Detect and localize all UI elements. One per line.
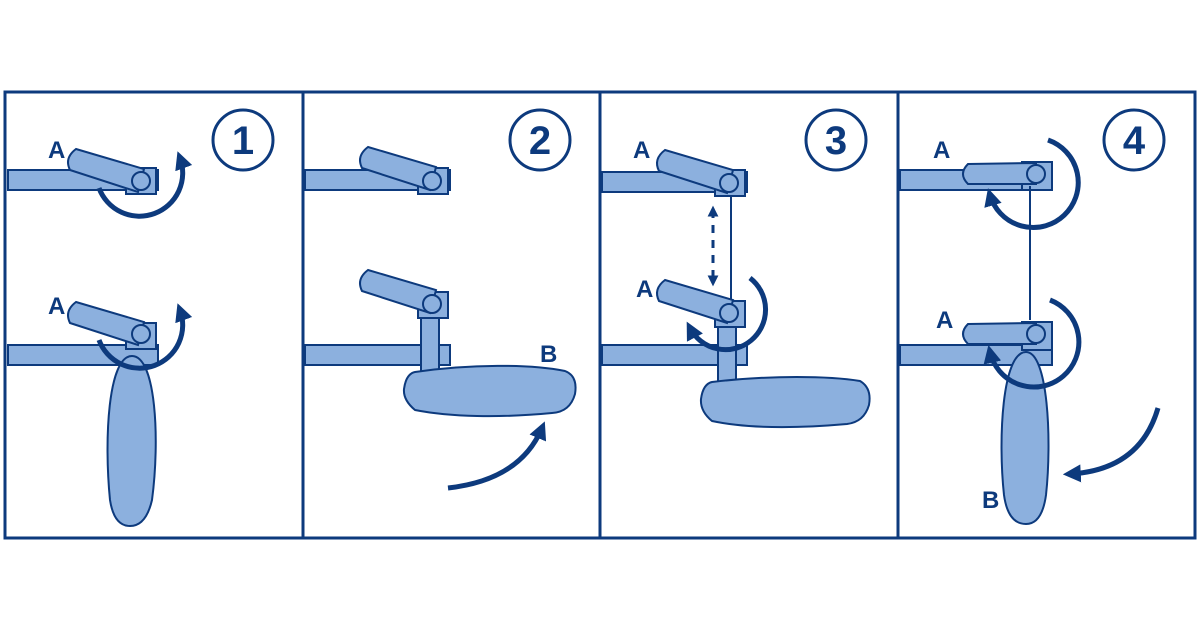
cushion-b bbox=[402, 364, 577, 418]
pivot-circle bbox=[1026, 324, 1046, 344]
label-a: A bbox=[936, 307, 953, 334]
lever-a bbox=[67, 147, 146, 194]
lever bbox=[359, 268, 438, 315]
pivot-circle bbox=[1026, 164, 1046, 184]
step-number-badge bbox=[804, 108, 868, 172]
lever-a bbox=[962, 161, 1037, 185]
label-a: A bbox=[633, 137, 650, 164]
cushion bbox=[699, 376, 871, 429]
step-number-badge bbox=[211, 108, 275, 172]
pivot-circle bbox=[422, 294, 442, 314]
rotate-arrow-icon bbox=[96, 151, 193, 219]
label-a: A bbox=[48, 137, 65, 164]
label-b: B bbox=[982, 487, 999, 514]
curved-arrow-icon bbox=[1062, 407, 1161, 483]
lever-a bbox=[656, 148, 735, 195]
lever-a bbox=[656, 278, 735, 325]
rail bbox=[601, 344, 748, 366]
pivot-circle bbox=[422, 171, 442, 191]
rail bbox=[7, 344, 159, 366]
cushion bbox=[106, 354, 157, 528]
pivot-circle bbox=[131, 324, 151, 344]
pivot-circle bbox=[719, 303, 739, 323]
label-b: B bbox=[540, 341, 557, 368]
step-panel-4: 4 A A B bbox=[899, 108, 1166, 526]
label-a: A bbox=[636, 276, 653, 303]
rotate-arrow-icon bbox=[983, 297, 1082, 390]
pivot-circle bbox=[131, 171, 151, 191]
lever-a bbox=[962, 321, 1037, 345]
cushion-b bbox=[1000, 350, 1050, 526]
step-number-badge bbox=[1102, 108, 1166, 172]
rotate-arrow-icon bbox=[984, 137, 1081, 230]
label-a: A bbox=[48, 293, 65, 320]
step-number: 1 bbox=[232, 119, 254, 163]
step-number: 4 bbox=[1123, 119, 1146, 163]
rail bbox=[304, 344, 451, 366]
lever bbox=[359, 145, 438, 192]
curved-arrow-icon bbox=[447, 421, 547, 491]
rotate-arrow-icon bbox=[96, 303, 193, 371]
rotate-arrow-icon bbox=[686, 276, 769, 353]
label-a: A bbox=[933, 137, 950, 164]
step-panel-1: 1 A A bbox=[7, 108, 275, 528]
step-number: 2 bbox=[529, 119, 551, 163]
lever-a bbox=[67, 300, 146, 347]
pivot-circle bbox=[719, 173, 739, 193]
step-number-badge bbox=[508, 108, 572, 172]
step-number: 3 bbox=[825, 119, 847, 163]
step-panel-2: 2 B bbox=[304, 108, 577, 491]
step-panel-3: 3 A A bbox=[601, 108, 871, 429]
